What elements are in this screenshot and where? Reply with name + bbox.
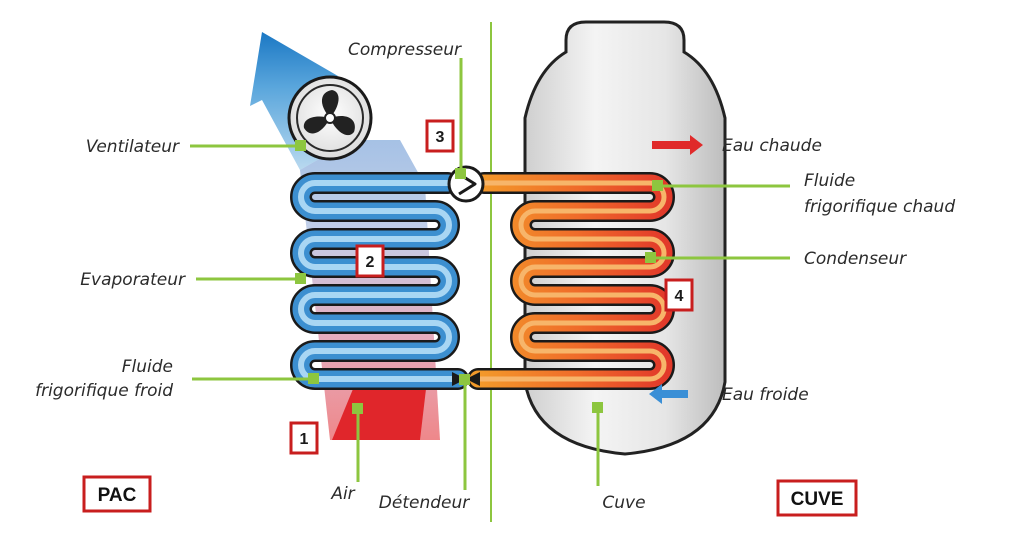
badge-2: 2 <box>355 244 385 278</box>
evaporator-coil <box>290 172 469 390</box>
label-fluide-chaud-line1: Fluide <box>804 171 855 191</box>
fan-icon <box>287 75 373 161</box>
label-eau-chaude: Eau chaude <box>722 136 822 156</box>
badge-1: 1 <box>289 421 319 455</box>
svg-text:3: 3 <box>436 129 445 146</box>
label-compresseur: Compresseur <box>348 40 462 60</box>
svg-text:1: 1 <box>300 431 309 448</box>
svg-text:CUVE: CUVE <box>791 489 844 510</box>
badge-4: 4 <box>664 278 694 312</box>
svg-text:4: 4 <box>675 288 684 305</box>
label-fluide-froid-line2: frigorifique froid <box>35 381 173 401</box>
label-fluide-chaud-line2: frigorifique chaud <box>804 197 955 217</box>
condenser-coil <box>467 172 675 390</box>
cold-water-arrow-icon <box>649 384 688 404</box>
leader-lines <box>190 58 790 490</box>
label-condenseur: Condenseur <box>804 249 907 269</box>
label-detendeur: Détendeur <box>379 493 470 513</box>
label-fluide-froid-line1: Fluide <box>122 357 173 377</box>
svg-text:2: 2 <box>366 254 375 271</box>
label-air: Air <box>330 484 355 504</box>
label-ventilateur: Ventilateur <box>86 137 180 157</box>
svg-text:PAC: PAC <box>98 485 137 506</box>
hot-water-arrow-icon <box>652 135 703 155</box>
label-eau-froide: Eau froide <box>722 385 809 405</box>
label-cuve: Cuve <box>602 493 645 513</box>
badge-3: 3 <box>425 119 455 153</box>
leader-dots <box>295 140 663 414</box>
pac-section-box: PAC <box>82 475 152 513</box>
label-evaporateur: Evaporateur <box>80 270 186 290</box>
cuve-section-box: CUVE <box>776 479 858 517</box>
